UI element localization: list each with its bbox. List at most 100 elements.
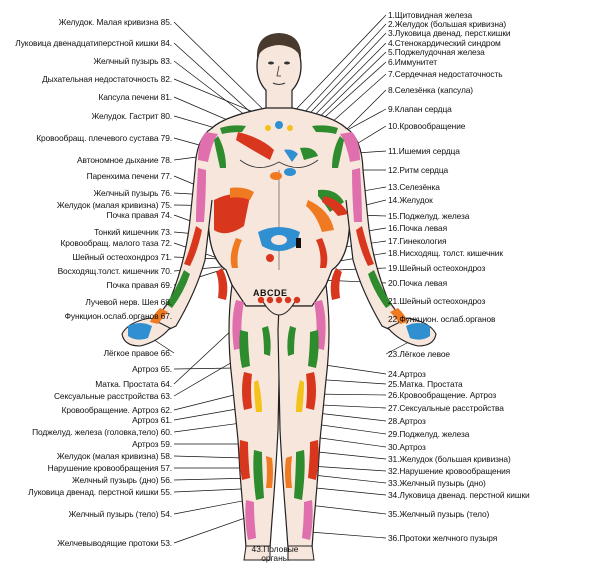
- right-label-10: 10.Кровообращение: [388, 121, 466, 131]
- left-label-26: Поджелуд. железа (головка,тело) 60.: [32, 427, 172, 437]
- right-label-21: 21.Шейный остеохондроз: [388, 296, 486, 306]
- left-label-13: Тонкий кишечник 73.: [94, 227, 172, 237]
- zone-thigh-inner-green-right: [262, 326, 271, 356]
- left-label-31: Луковица двенад. перстной кишки 55.: [28, 487, 172, 497]
- zone-knee-yellow-left: [296, 380, 304, 412]
- left-label-2: Луковица двенадцатиперстной кишки 84.: [15, 38, 172, 48]
- right-label-19: 19.Шейный остеохондроз: [388, 263, 486, 273]
- right-label-5: 5.Поджелудочная железа: [388, 47, 485, 57]
- zone-ankle-pink-right: [245, 500, 256, 540]
- right-label-33: 33.Желчный пузырь (дно): [388, 478, 486, 488]
- zone-dot-c: [275, 296, 283, 304]
- zone-liver-orange: [230, 187, 254, 200]
- left-label-15: Шейный остеохондроз 71.: [72, 252, 173, 262]
- zone-knee-yellow-right: [254, 380, 262, 412]
- right-label-6: 6.Иммунитет: [388, 57, 437, 67]
- zone-shin-red-left: [308, 440, 319, 480]
- right-label-11: 11.Ишемия сердца: [388, 146, 460, 156]
- zone-wrist-orange-left: [390, 308, 408, 324]
- zone-shoulder-green-right: [220, 125, 246, 134]
- zone-chest-red-right: [236, 132, 274, 160]
- zone-kidney-left: [316, 238, 328, 268]
- genital-area: [261, 299, 297, 316]
- right-label-35: 35.Желчный пузырь (тело): [388, 509, 490, 519]
- leader-line-left-21: [173, 367, 237, 370]
- leader-line-left-28: [173, 455, 245, 459]
- right-label-32: 32.Нарушение кровообращения: [388, 466, 511, 476]
- zone-wrist-orange-right: [150, 308, 168, 324]
- chest-line: [239, 159, 319, 168]
- right-foot: [243, 545, 271, 561]
- zone-neck-yellow-right: [287, 125, 293, 131]
- right-label-26: 26.Кровообращение. Артроз: [388, 390, 497, 400]
- zone-chest-orange: [270, 172, 282, 180]
- zone-chest-green-left: [332, 136, 344, 168]
- zone-forearm-red-right: [184, 226, 202, 266]
- zone-intestine-inner: [271, 235, 287, 245]
- zone-knee-red-right: [242, 372, 252, 410]
- figure-letters: ABCDE: [253, 288, 288, 298]
- left-label-20: Лёгкое правое 66.: [103, 348, 173, 358]
- right-label-20: 20.Почка левая: [388, 278, 448, 288]
- left-label-28: Желудок (малая кривизна) 58.: [56, 451, 172, 461]
- zone-heart-green: [300, 147, 318, 160]
- zone-hand-blue-left: [406, 323, 430, 340]
- zone-kidney-right: [230, 238, 242, 268]
- zone-chest-green-right: [214, 136, 226, 168]
- zone-lower-abd-red-right: [216, 268, 228, 300]
- left-label-22: Матка. Простата 64.: [95, 379, 172, 389]
- left-label-9: Паренхима печени 77.: [86, 171, 173, 181]
- right-label-22: 22.Функцион. ослаб.органов: [388, 314, 496, 324]
- leader-line-right-31: [317, 451, 387, 460]
- zone-shin-orange-right: [266, 456, 273, 488]
- left-label-18: Лучевой нерв. Шея 68.: [85, 297, 172, 307]
- zone-forearm-green-right: [166, 270, 190, 308]
- left-label-23: Сексуальные расстройства 63.: [53, 391, 172, 401]
- left-label-3: Желчный пузырь 83.: [93, 56, 173, 66]
- left-label-17: Почка правая 69.: [106, 280, 173, 290]
- left-label-4: Дыхательная недостаточность 82.: [42, 74, 172, 84]
- left-label-19: Функцион.ослаб.органов 67.: [64, 311, 172, 321]
- zone-knee-red-left: [306, 372, 316, 410]
- right-label-25: 25.Матка. Простата: [388, 379, 463, 389]
- right-label-29: 29.Поджелуд. железа: [388, 429, 470, 439]
- right-label-13: 13.Селезёнка: [388, 182, 440, 192]
- left-label-16: Восходящ.толст. кишечник 70.: [57, 266, 173, 276]
- left-label-6: Желудок. Гастрит 80.: [91, 111, 172, 121]
- zone-shoulder-left: [340, 132, 360, 162]
- right-label-31: 31.Желудок (большая кривизна): [388, 454, 511, 464]
- right-label-2: 2.Желудок (большая кривизна): [388, 19, 507, 29]
- left-label-32: Желчный пузырь (тело) 54.: [68, 509, 173, 519]
- zone-shin-orange-left: [285, 456, 292, 488]
- left-label-33: Желчевыводящие протоки 53.: [57, 538, 172, 548]
- reflex-zones: [128, 121, 430, 540]
- zone-shin-green-right: [253, 450, 264, 500]
- zone-heart-blue: [284, 149, 298, 162]
- left-label-21: Артроз 65.: [132, 364, 172, 374]
- zone-thigh-green-left: [308, 330, 319, 368]
- leader-line-left-1: [173, 21, 277, 123]
- zone-thigh-inner-green-left: [287, 326, 296, 356]
- zone-dot-d: [284, 296, 292, 304]
- mouth: [272, 82, 286, 85]
- left-label-7: Кровообращ. плечевого сустава 79.: [36, 133, 172, 143]
- zone-pancreas-red: [322, 196, 348, 216]
- right-label-17: 17.Гинекология: [388, 236, 447, 246]
- leader-line-right-32: [309, 465, 387, 472]
- nose: [276, 65, 281, 77]
- right-label-4: 4.Стенокардический синдром: [388, 38, 501, 48]
- zone-black-mark: [296, 238, 301, 248]
- zone-shoulder-right: [198, 132, 218, 162]
- bottom-label-line-2: органы: [261, 553, 289, 563]
- leader-line-right-36: [309, 531, 387, 539]
- leader-line-right-1: [281, 14, 387, 125]
- right-label-14: 14.Желудок: [388, 195, 433, 205]
- left-label-8: Автономное дыхание 78.: [77, 155, 172, 165]
- left-label-11: Желудок (малая кривизна) 75.: [56, 200, 172, 210]
- right-label-18: 18.Нисходящ. толст. кишечник: [388, 248, 503, 258]
- zone-shin-green-left: [294, 450, 305, 500]
- right-label-8: 8.Селезёнка (капсула): [388, 85, 473, 95]
- zone-neck-yellow-left: [265, 125, 271, 131]
- left-label-5: Капсула печени 81.: [98, 92, 172, 102]
- zone-dot-a: [257, 296, 265, 304]
